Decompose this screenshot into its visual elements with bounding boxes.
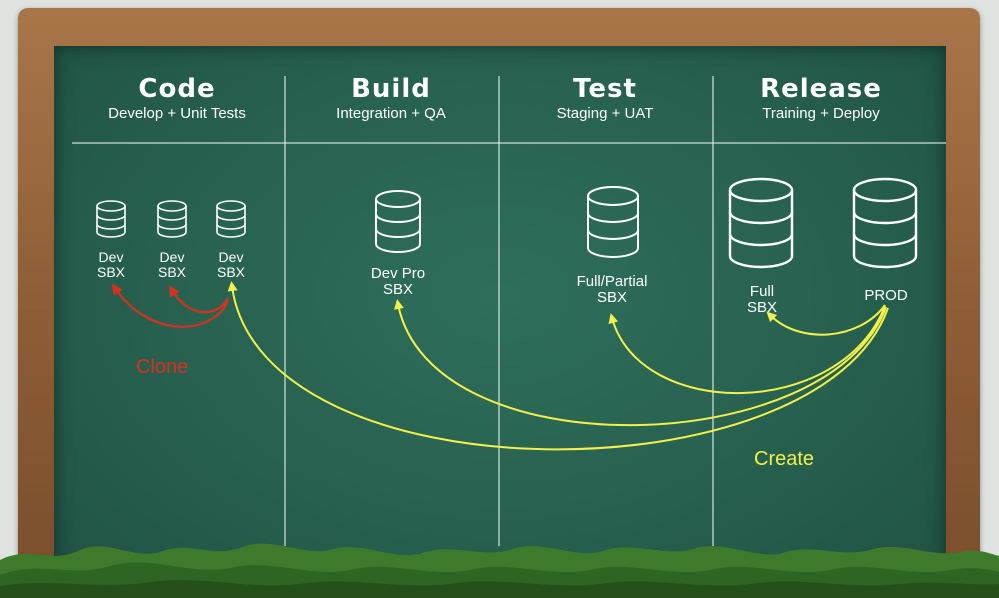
database-icon <box>216 200 246 238</box>
database-icon <box>852 177 918 269</box>
column-divider <box>284 76 286 546</box>
database-icon <box>728 177 794 269</box>
column-subtitle-release: Training + Deploy <box>762 105 880 122</box>
column-subtitle-build: Integration + QA <box>336 105 446 122</box>
column-divider <box>712 76 714 546</box>
column-title-build: Build <box>351 74 431 104</box>
column-title-test: Test <box>573 74 637 104</box>
database-icon <box>96 200 126 238</box>
chalkboard-surface <box>54 46 946 598</box>
create-arrow <box>394 299 887 427</box>
bush-foliage <box>0 543 999 598</box>
database-icon <box>587 186 639 258</box>
create-arrow <box>227 281 889 451</box>
clone-arrow <box>111 283 230 328</box>
column-title-release: Release <box>760 74 882 104</box>
create-arrow <box>608 305 886 395</box>
database-icon <box>375 190 421 253</box>
clone-note: Clone <box>136 356 189 378</box>
column-title-code: Code <box>138 74 216 104</box>
clone-arrow <box>169 285 229 314</box>
db-label-prod: PROD <box>864 287 908 304</box>
create-arrow <box>766 304 886 336</box>
column-divider <box>498 76 500 546</box>
header-divider <box>72 142 946 144</box>
column-subtitle-code: Develop + Unit Tests <box>108 105 246 122</box>
create-note: Create <box>754 448 815 470</box>
database-icon <box>157 200 187 238</box>
column-subtitle-test: Staging + UAT <box>556 105 654 122</box>
